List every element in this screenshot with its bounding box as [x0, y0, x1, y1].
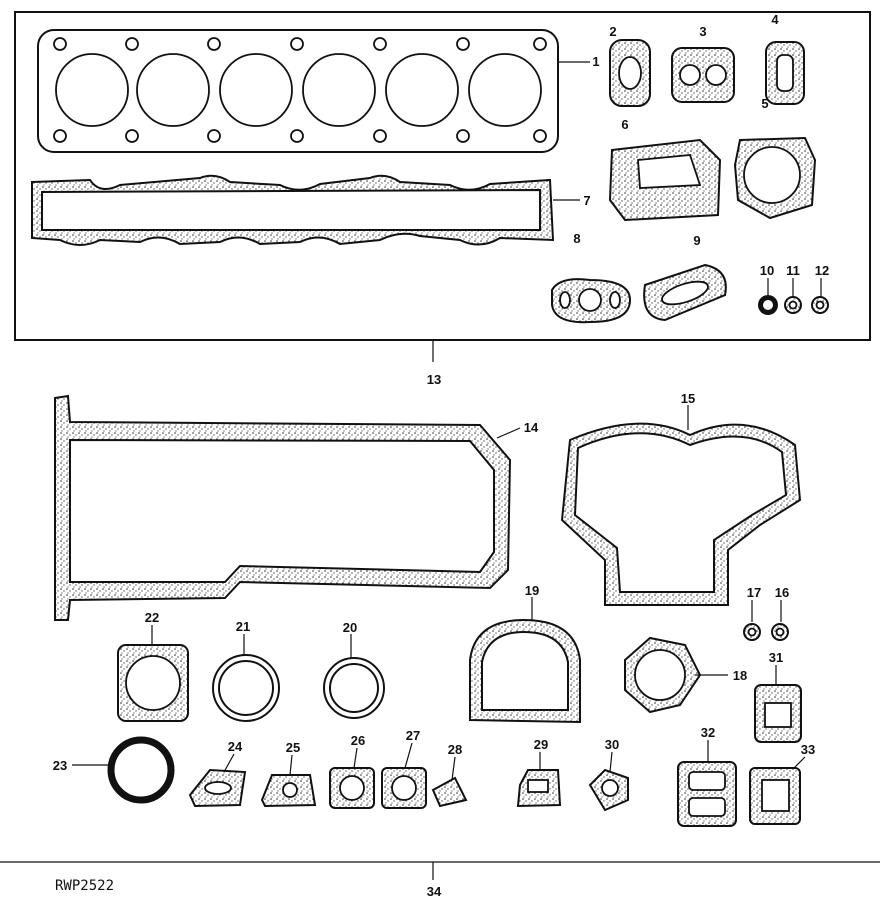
bolt-hole — [533, 129, 547, 143]
bolt-hole — [207, 129, 221, 143]
bolt-hole — [456, 129, 470, 143]
callout-labels: 1 2 3 4 5 6 7 8 9 10 11 12 13 14 15 16 1… — [53, 12, 829, 899]
oil-seal-23 — [107, 736, 175, 804]
ring-gasket-20 — [323, 657, 385, 719]
callout-17: 17 — [747, 585, 761, 600]
seal-16 — [771, 623, 789, 641]
callout-30: 30 — [605, 737, 619, 752]
gasket-33 — [749, 767, 801, 825]
callout-14: 14 — [524, 420, 539, 435]
callout-21: 21 — [236, 619, 250, 634]
bolt-hole — [373, 37, 387, 51]
callout-10: 10 — [760, 263, 774, 278]
gasket-31 — [754, 684, 802, 743]
callout-22: 22 — [145, 610, 159, 625]
callout-6: 6 — [621, 117, 628, 132]
gasket-25 — [260, 774, 317, 808]
callout-29: 29 — [534, 737, 548, 752]
figure-code: RWP2522 — [55, 878, 114, 894]
seal-11 — [784, 296, 802, 314]
seal-17 — [743, 623, 761, 641]
callout-28: 28 — [448, 742, 462, 757]
gasket-5 — [733, 136, 817, 220]
seal-10 — [758, 295, 778, 315]
callout-24: 24 — [228, 739, 243, 754]
bolt-hole — [290, 129, 304, 143]
gasket-3 — [671, 47, 735, 103]
gasket-2 — [609, 39, 651, 107]
bolt-hole — [373, 129, 387, 143]
gasket-32 — [677, 761, 737, 827]
gasket-24 — [188, 768, 247, 808]
callout-18: 18 — [733, 668, 747, 683]
callout-9: 9 — [693, 233, 700, 248]
gasket-9 — [643, 263, 727, 322]
callout-23: 23 — [53, 758, 67, 773]
gasket-28 — [431, 776, 468, 808]
callout-4: 4 — [771, 12, 779, 27]
upper-kit-frame — [14, 11, 871, 341]
callout-25: 25 — [286, 740, 300, 755]
seal-12 — [811, 296, 829, 314]
gasket-29 — [516, 769, 562, 808]
cylinder-head-gasket — [37, 29, 559, 153]
bolt-hole — [125, 37, 139, 51]
rocker-cover-gasket — [31, 174, 555, 246]
bolt-hole — [53, 129, 67, 143]
gasket-19 — [469, 618, 581, 724]
callout-12: 12 — [815, 263, 829, 278]
callout-31: 31 — [769, 650, 783, 665]
callout-5: 5 — [761, 96, 768, 111]
callout-13: 13 — [427, 372, 441, 387]
bolt-hole — [533, 37, 547, 51]
gasket-26 — [329, 767, 375, 809]
bolt-hole — [53, 37, 67, 51]
callout-1: 1 — [592, 54, 599, 69]
callout-32: 32 — [701, 725, 715, 740]
bolt-hole — [207, 37, 221, 51]
callout-15: 15 — [681, 391, 695, 406]
callout-20: 20 — [343, 620, 357, 635]
gasket-4 — [765, 41, 805, 105]
gasket-8 — [551, 278, 632, 324]
callout-16: 16 — [775, 585, 789, 600]
callout-27: 27 — [406, 728, 420, 743]
callout-2: 2 — [609, 24, 616, 39]
bolt-hole — [456, 37, 470, 51]
gasket-30 — [588, 768, 629, 812]
gasket-18 — [624, 636, 702, 714]
gasket-6 — [608, 138, 722, 222]
bolt-hole — [290, 37, 304, 51]
callout-34: 34 — [427, 884, 442, 899]
callout-11: 11 — [786, 263, 800, 278]
callout-3: 3 — [699, 24, 706, 39]
oil-pan-gasket — [54, 394, 512, 621]
gasket-22 — [117, 644, 189, 722]
callout-19: 19 — [525, 583, 539, 598]
gasket-27 — [381, 767, 427, 809]
callout-33: 33 — [801, 742, 815, 757]
callout-7: 7 — [583, 193, 590, 208]
bolt-hole — [125, 129, 139, 143]
ring-gasket-21 — [212, 654, 280, 722]
front-cover-gasket — [560, 422, 802, 606]
callout-8: 8 — [573, 231, 580, 246]
callout-26: 26 — [351, 733, 365, 748]
